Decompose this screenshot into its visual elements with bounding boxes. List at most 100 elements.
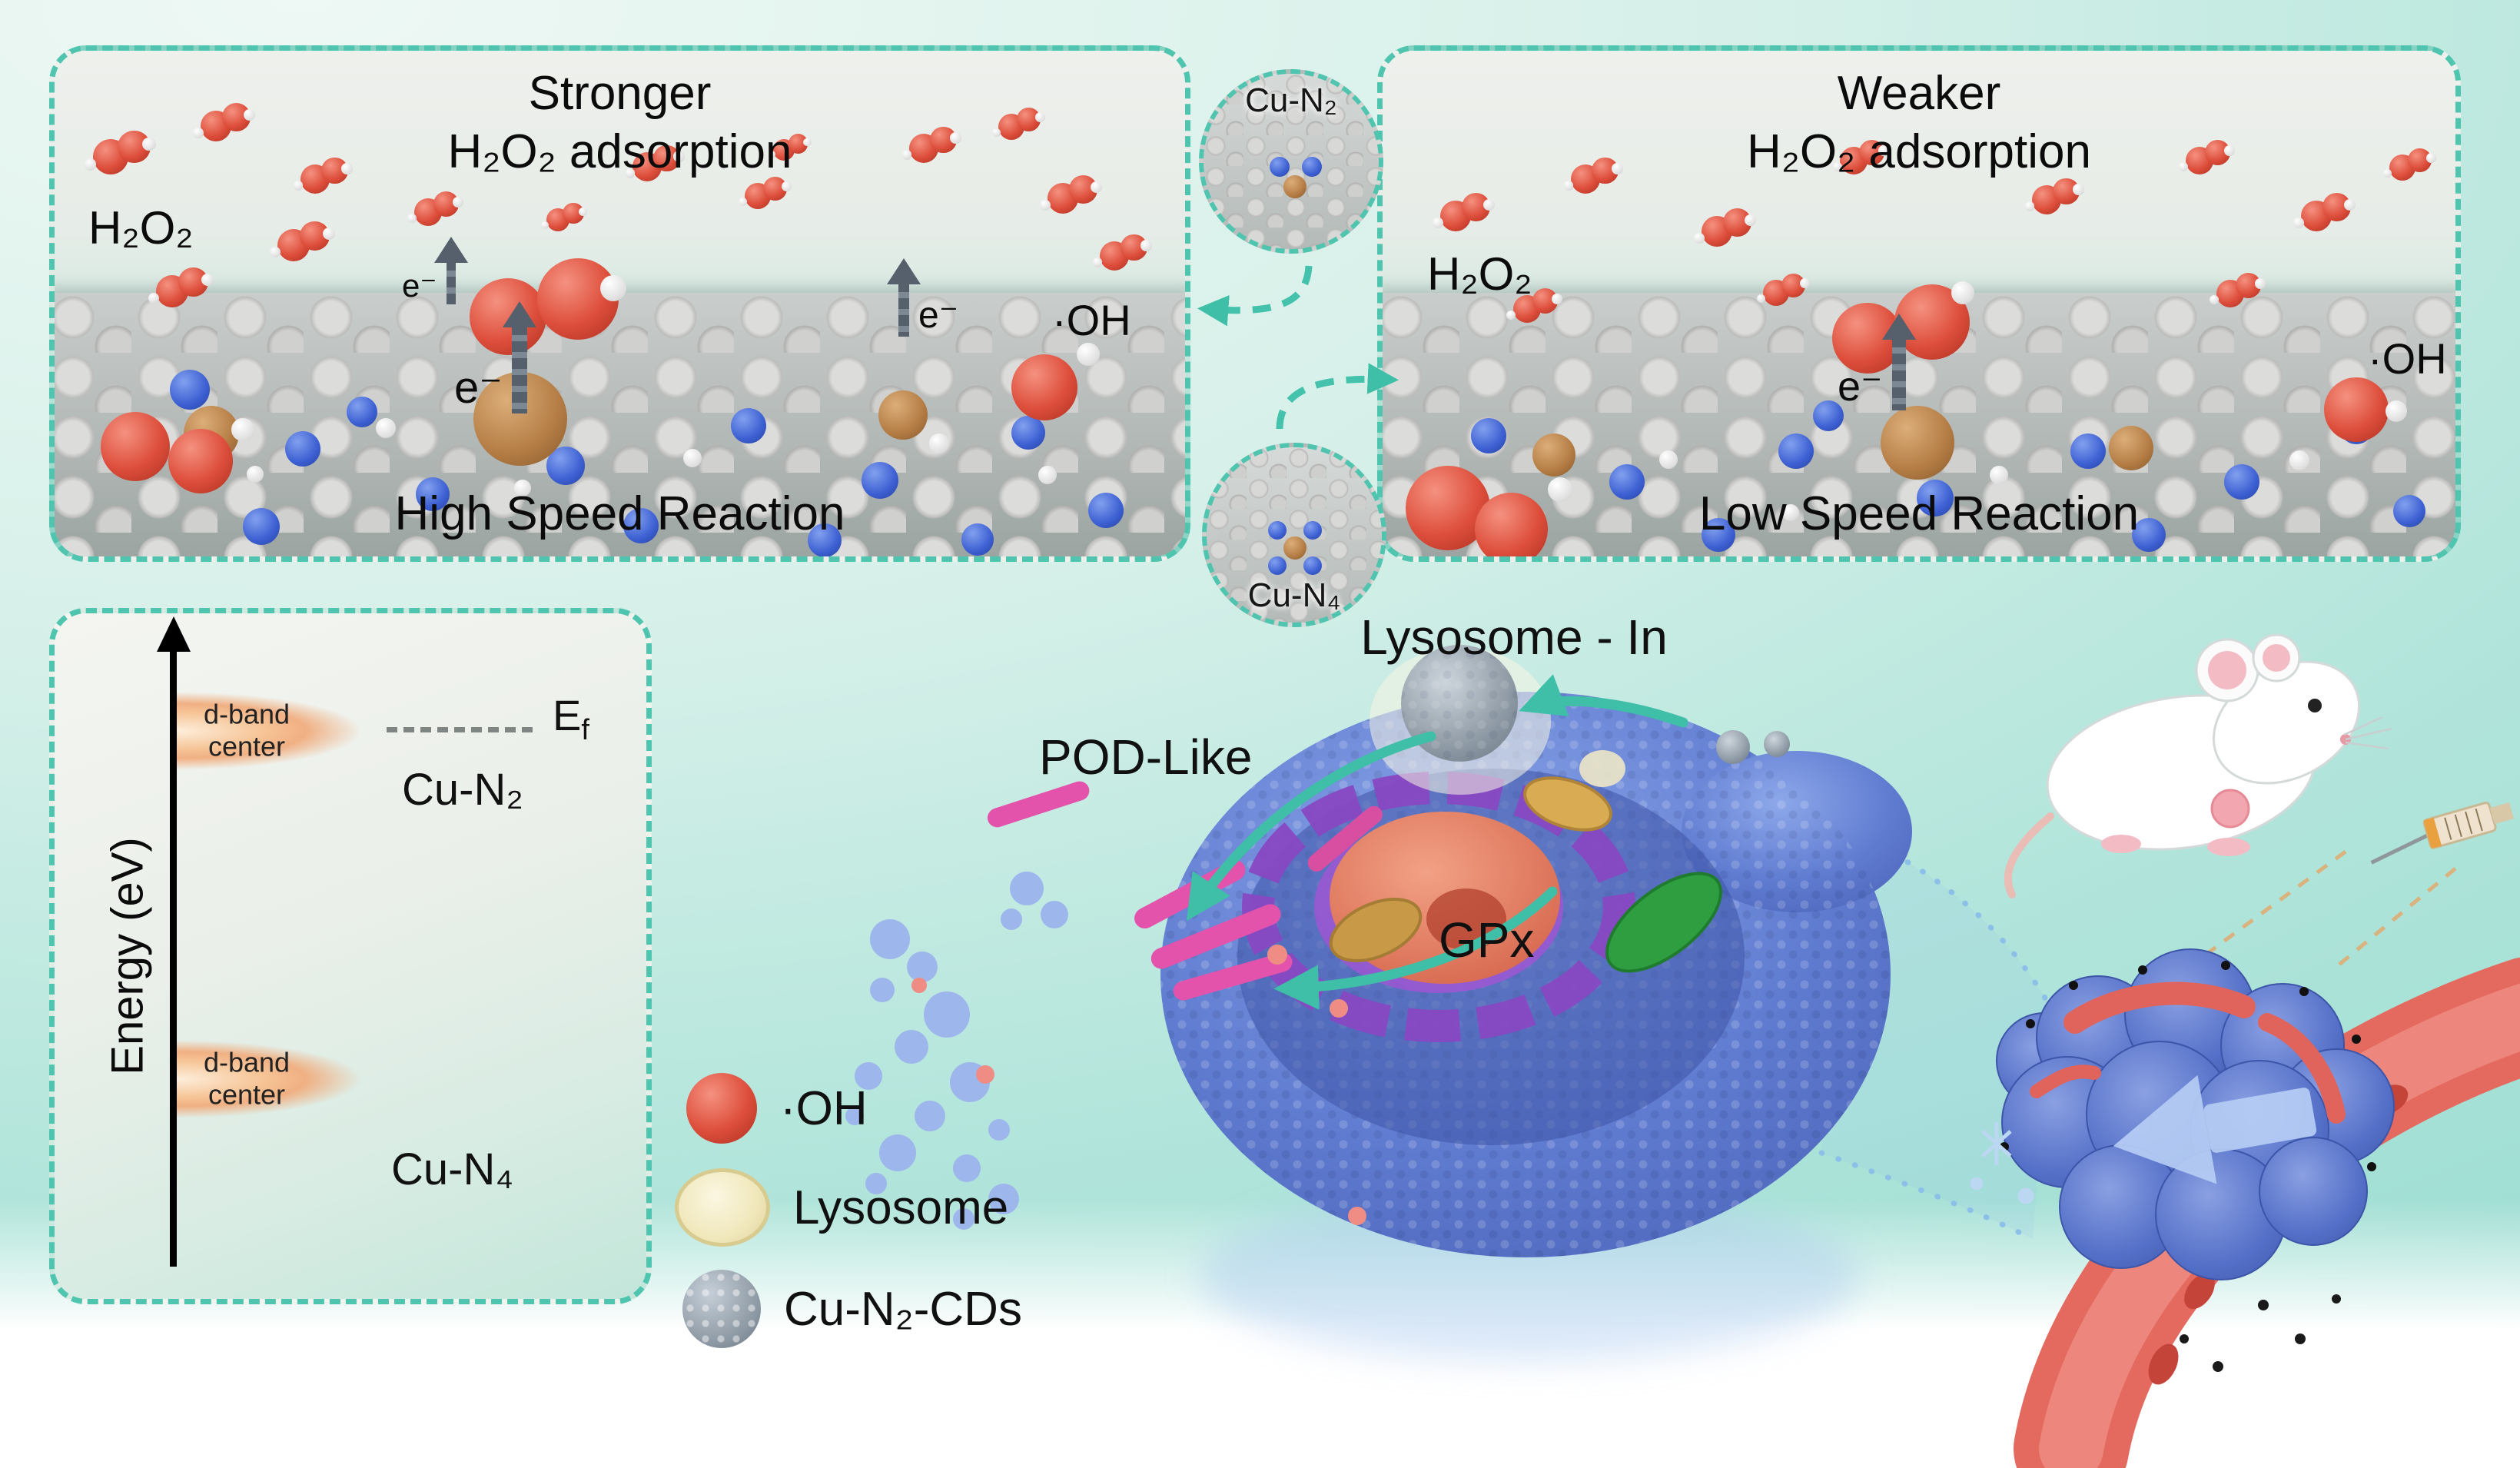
electron-label: e⁻ bbox=[454, 363, 503, 413]
legend-cds-label: Cu-N₂-CDs bbox=[784, 1282, 1022, 1336]
hydrogen-atom bbox=[201, 273, 214, 286]
electron-transfer: e⁻ bbox=[454, 324, 527, 413]
hydrogen-atom bbox=[1563, 180, 1574, 191]
hydrogen-atom bbox=[540, 221, 549, 229]
hydrogen-atom bbox=[2024, 201, 2035, 211]
nitrogen-atom bbox=[1303, 556, 1322, 575]
hydrogen-atom bbox=[244, 109, 256, 121]
hydrogen-atom bbox=[142, 137, 156, 151]
hydrogen-atom bbox=[1951, 281, 1974, 304]
hydrogen-atom bbox=[600, 275, 626, 301]
hydrogen-atom bbox=[579, 207, 588, 216]
energy-axis-label: Energy (eV) bbox=[102, 837, 153, 1075]
hydrogen-atom bbox=[2293, 218, 2304, 228]
legend-oh-label: ·OH bbox=[780, 1081, 868, 1135]
h2o2-label: H₂O₂ bbox=[88, 202, 194, 254]
nitrogen-atom bbox=[1303, 521, 1322, 540]
title-line-1: Weaker bbox=[1837, 67, 2001, 120]
nitrogen-atom bbox=[347, 397, 377, 427]
hydrogen-atom bbox=[269, 247, 281, 258]
hydrogen-atom bbox=[2255, 278, 2266, 289]
nitrogen-atom bbox=[1917, 480, 1954, 516]
hydrogen-atom bbox=[1990, 466, 2008, 484]
fermi-symbol: E bbox=[553, 691, 582, 739]
cu-n2-cds-icon bbox=[682, 1270, 761, 1348]
hydrogen-atom bbox=[1506, 310, 1516, 321]
cu-n2-inset-label: Cu-N₂ bbox=[1245, 81, 1337, 119]
nitrogen-atom bbox=[1609, 464, 1645, 500]
hydrogen-atom bbox=[2425, 153, 2436, 164]
hydrogen-atom bbox=[341, 163, 353, 174]
hydrogen-atom bbox=[625, 168, 636, 178]
hydrogen-atom bbox=[2210, 294, 2220, 305]
dband-line2: center bbox=[208, 1079, 286, 1111]
hydrogen-atom bbox=[2179, 161, 2189, 172]
lysosome-icon bbox=[675, 1168, 770, 1247]
h2o2-molecules-layer bbox=[55, 51, 1185, 556]
electron-label: e⁻ bbox=[918, 295, 959, 336]
hydrogen-atom bbox=[1612, 163, 1623, 174]
copper-atom bbox=[2109, 426, 2153, 470]
panel-dband-energy: Energy (eV) d-band center Ef Cu-N₂ d-ban… bbox=[49, 608, 652, 1304]
hydrogen-atom bbox=[929, 433, 949, 453]
hydrogen-atom bbox=[1040, 200, 1051, 211]
electron-arrow-icon bbox=[1891, 337, 1906, 410]
hydrogen-atom bbox=[1091, 181, 1103, 194]
hydrogen-atom bbox=[2224, 145, 2236, 156]
legend-item-cds: Cu-N₂-CDs bbox=[682, 1270, 1022, 1348]
energy-axis bbox=[170, 649, 177, 1267]
dband-peak-cun4: d-band center bbox=[177, 1032, 407, 1126]
electron-arrow-icon bbox=[898, 281, 909, 337]
fermi-level-line bbox=[387, 727, 533, 732]
nitrogen-atom bbox=[243, 508, 280, 545]
hydrogen-atom bbox=[2289, 450, 2309, 470]
hydrogen-atom bbox=[991, 128, 1001, 138]
hydrogen-atom bbox=[1140, 240, 1152, 251]
h2o2-label: H₂O₂ bbox=[1427, 248, 1532, 300]
nitrogen-atom bbox=[1302, 157, 1322, 177]
panel-stronger-adsorption: e⁻ e⁻ e⁻ Stronger H₂O₂ adsorption H₂O₂ ·… bbox=[49, 45, 1190, 562]
electron-label: e⁻ bbox=[402, 267, 437, 304]
nitrogen-atom bbox=[285, 431, 320, 467]
pod-like-label: POD-Like bbox=[1039, 729, 1253, 785]
hydrogen-atom bbox=[1077, 343, 1100, 366]
nitrogen-atom bbox=[2224, 464, 2259, 500]
nitrogen-atom bbox=[1813, 400, 1844, 431]
nitrogen-atom bbox=[1268, 521, 1287, 540]
hydrogen-atom bbox=[1756, 294, 1766, 304]
electron-label: e⁻ bbox=[1838, 364, 1883, 410]
nitrogen-atom bbox=[961, 523, 994, 556]
hydrogen-atom bbox=[514, 480, 531, 497]
nitrogen-atom bbox=[2070, 433, 2106, 469]
nitrogen-atom bbox=[1088, 493, 1124, 528]
oh-radical-label: ·OH bbox=[2368, 334, 2447, 383]
title-line-2: H₂O₂ adsorption bbox=[1747, 125, 2091, 178]
electron-transfer: e⁻ bbox=[898, 281, 958, 337]
panel-weaker-adsorption: e⁻ Weaker H₂O₂ adsorption H₂O₂ ·OH Low S… bbox=[1377, 45, 2461, 562]
panel-title: Weaker H₂O₂ adsorption bbox=[1383, 65, 2455, 181]
hydrogen-atom bbox=[293, 180, 304, 191]
hydrogen-atom bbox=[1433, 218, 1443, 228]
h2o2-molecules-layer bbox=[1383, 51, 2455, 556]
dband-center-label: d-band center bbox=[181, 1047, 312, 1112]
cun2-label: Cu-N₂ bbox=[402, 765, 523, 815]
hydrogen-atom bbox=[1878, 145, 1890, 156]
electron-transfer: e⁻ bbox=[402, 260, 456, 304]
hydrogen-atom bbox=[950, 132, 961, 144]
oxygen-atom bbox=[101, 412, 170, 481]
hydrogen-atom bbox=[407, 213, 417, 224]
hydrogen-atom bbox=[148, 293, 159, 304]
nitrogen-atom bbox=[2132, 518, 2166, 552]
hydrogen-atom bbox=[1694, 233, 1705, 244]
nitrogen-atom bbox=[170, 370, 210, 410]
hydrogen-atom bbox=[738, 197, 748, 207]
electron-arrow-icon bbox=[511, 324, 527, 413]
hydrogen-atom bbox=[2386, 400, 2407, 422]
hydrogen-atom bbox=[803, 138, 812, 147]
oxygen-atom bbox=[2324, 377, 2389, 442]
nitrogen-atom bbox=[416, 477, 450, 511]
hydrogen-atom bbox=[1548, 477, 1572, 502]
nitrogen-atom bbox=[1471, 418, 1506, 453]
oxygen-atom bbox=[1475, 493, 1548, 556]
